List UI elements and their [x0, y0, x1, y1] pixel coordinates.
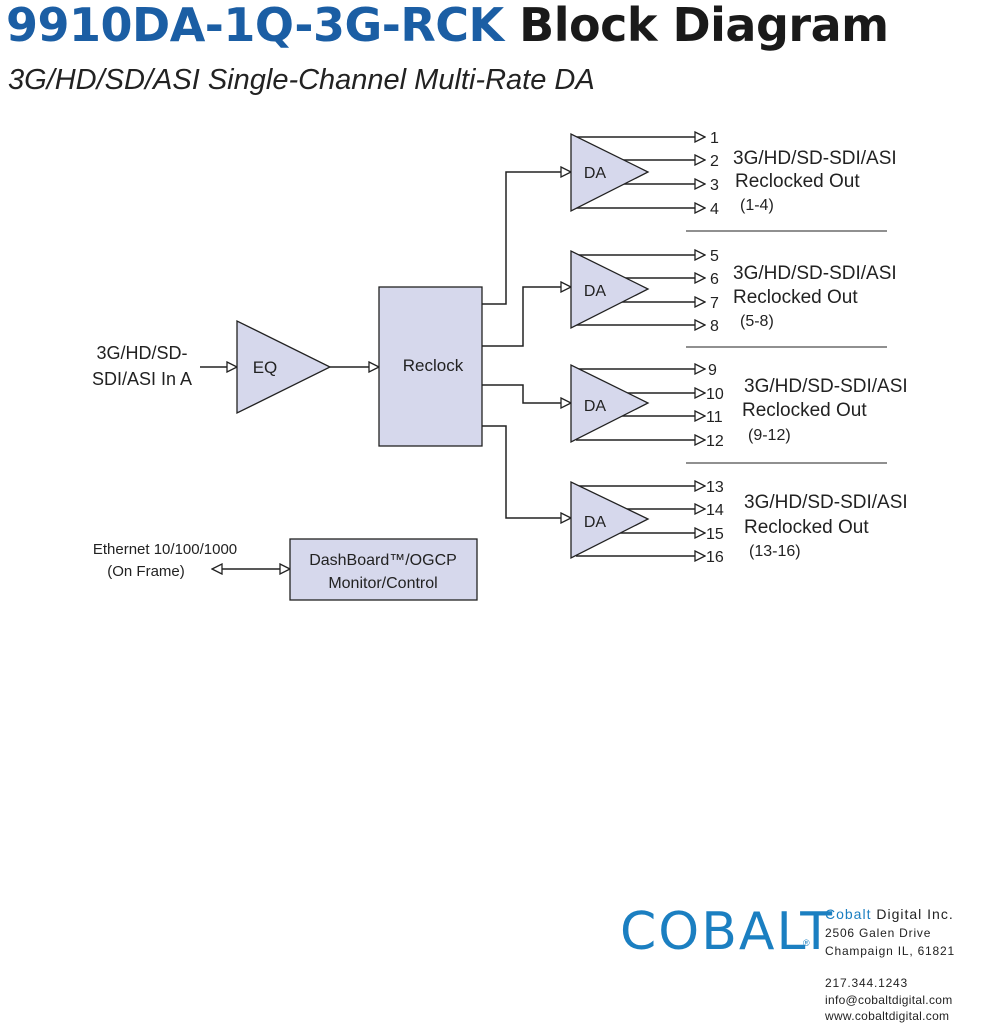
output-group-label-line2: Reclocked Out	[733, 287, 858, 308]
reclock-label: Reclock	[403, 356, 464, 375]
da-amplifier-2	[570, 249, 650, 330]
output-group-label-line1: 3G/HD/SD-SDI/ASI	[744, 376, 908, 397]
cobalt-logo: COBALT	[620, 902, 834, 962]
output-group-range: (9-12)	[748, 427, 791, 444]
output-number: 4	[710, 201, 719, 218]
da-label-3: DA	[584, 398, 607, 415]
output-number: 6	[710, 271, 719, 288]
output-number: 13	[706, 479, 724, 496]
da-label-4: DA	[584, 514, 607, 531]
output-number: 14	[706, 502, 724, 519]
da-label-1: DA	[584, 165, 607, 182]
da-group-1: DA 1 2 3 4 3G/HD/SD-SDI/ASI Reclocked Ou…	[570, 130, 897, 218]
output-group-label-line2: Reclocked Out	[735, 171, 860, 192]
input-label-line1: 3G/HD/SD-	[96, 343, 187, 363]
company-name-rest: Digital Inc.	[871, 906, 953, 922]
da-group-3: DA 9 10 11 12 3G/HD/SD-SDI/ASI Reclocked…	[570, 362, 908, 450]
output-number: 3	[710, 177, 719, 194]
output-number: 7	[710, 295, 719, 312]
output-number: 2	[710, 153, 719, 170]
address-line1: 2506 Galen Drive	[825, 926, 931, 940]
route-to-da-2	[482, 287, 571, 347]
logo-registered-mark: ®	[803, 938, 810, 948]
output-group-label-line2: Reclocked Out	[742, 400, 867, 421]
output-group-label-line1: 3G/HD/SD-SDI/ASI	[733, 148, 897, 169]
output-group-label-line1: 3G/HD/SD-SDI/ASI	[733, 263, 897, 284]
da-group-2: DA 5 6 7 8 3G/HD/SD-SDI/ASI Reclocked Ou…	[570, 248, 897, 335]
ethernet-label-line1: Ethernet 10/100/1000	[93, 541, 237, 558]
output-group-range: (5-8)	[740, 313, 774, 330]
route-to-da-4	[482, 425, 571, 518]
eq-label: EQ	[253, 358, 278, 377]
company-name: Cobalt Digital Inc.	[825, 906, 954, 922]
da-amplifier-1	[570, 132, 650, 213]
output-number: 10	[706, 386, 724, 403]
dashboard-label-line1: DashBoard™/OGCP	[309, 552, 457, 569]
website: www.cobaltdigital.com	[824, 1009, 949, 1023]
address-line2: Champaign IL, 61821	[825, 944, 955, 958]
da-amplifier-4	[570, 480, 650, 560]
route-to-da-1	[482, 172, 571, 305]
output-number: 9	[708, 362, 717, 379]
da-group-4: DA 13 14 15 16 3G/HD/SD-SDI/ASI Reclocke…	[570, 479, 908, 566]
input-label-line2: SDI/ASI In A	[92, 369, 192, 389]
output-number: 16	[706, 549, 724, 566]
output-number: 5	[710, 248, 719, 265]
da-label-2: DA	[584, 283, 607, 300]
page-subtitle: 3G/HD/SD/ASI Single-Channel Multi-Rate D…	[8, 64, 595, 96]
route-to-da-3	[482, 384, 571, 403]
output-group-label-line2: Reclocked Out	[744, 517, 869, 538]
eq-amplifier	[236, 319, 332, 415]
email: info@cobaltdigital.com	[825, 993, 953, 1007]
dashboard-label-line2: Monitor/Control	[328, 575, 437, 592]
da-amplifier-3	[570, 363, 650, 444]
phone: 217.344.1243	[825, 976, 908, 990]
output-group-range: (1-4)	[740, 197, 774, 214]
dashboard-block	[289, 538, 478, 601]
model-number: 9910DA-1Q-3G-RCK	[6, 0, 504, 52]
output-group-range: (13-16)	[749, 543, 801, 560]
page-title: 9910DA-1Q-3G-RCK Block Diagram	[6, 0, 889, 52]
ethernet-label-line2: (On Frame)	[107, 563, 185, 580]
output-number: 15	[706, 526, 724, 543]
reclock-block	[378, 286, 483, 447]
output-number: 1	[710, 130, 719, 147]
output-number: 12	[706, 433, 724, 450]
output-number: 11	[706, 409, 723, 426]
company-brand: Cobalt	[825, 906, 871, 922]
output-number: 8	[710, 318, 719, 335]
title-suffix: Block Diagram	[519, 0, 889, 52]
output-group-label-line1: 3G/HD/SD-SDI/ASI	[744, 492, 908, 513]
